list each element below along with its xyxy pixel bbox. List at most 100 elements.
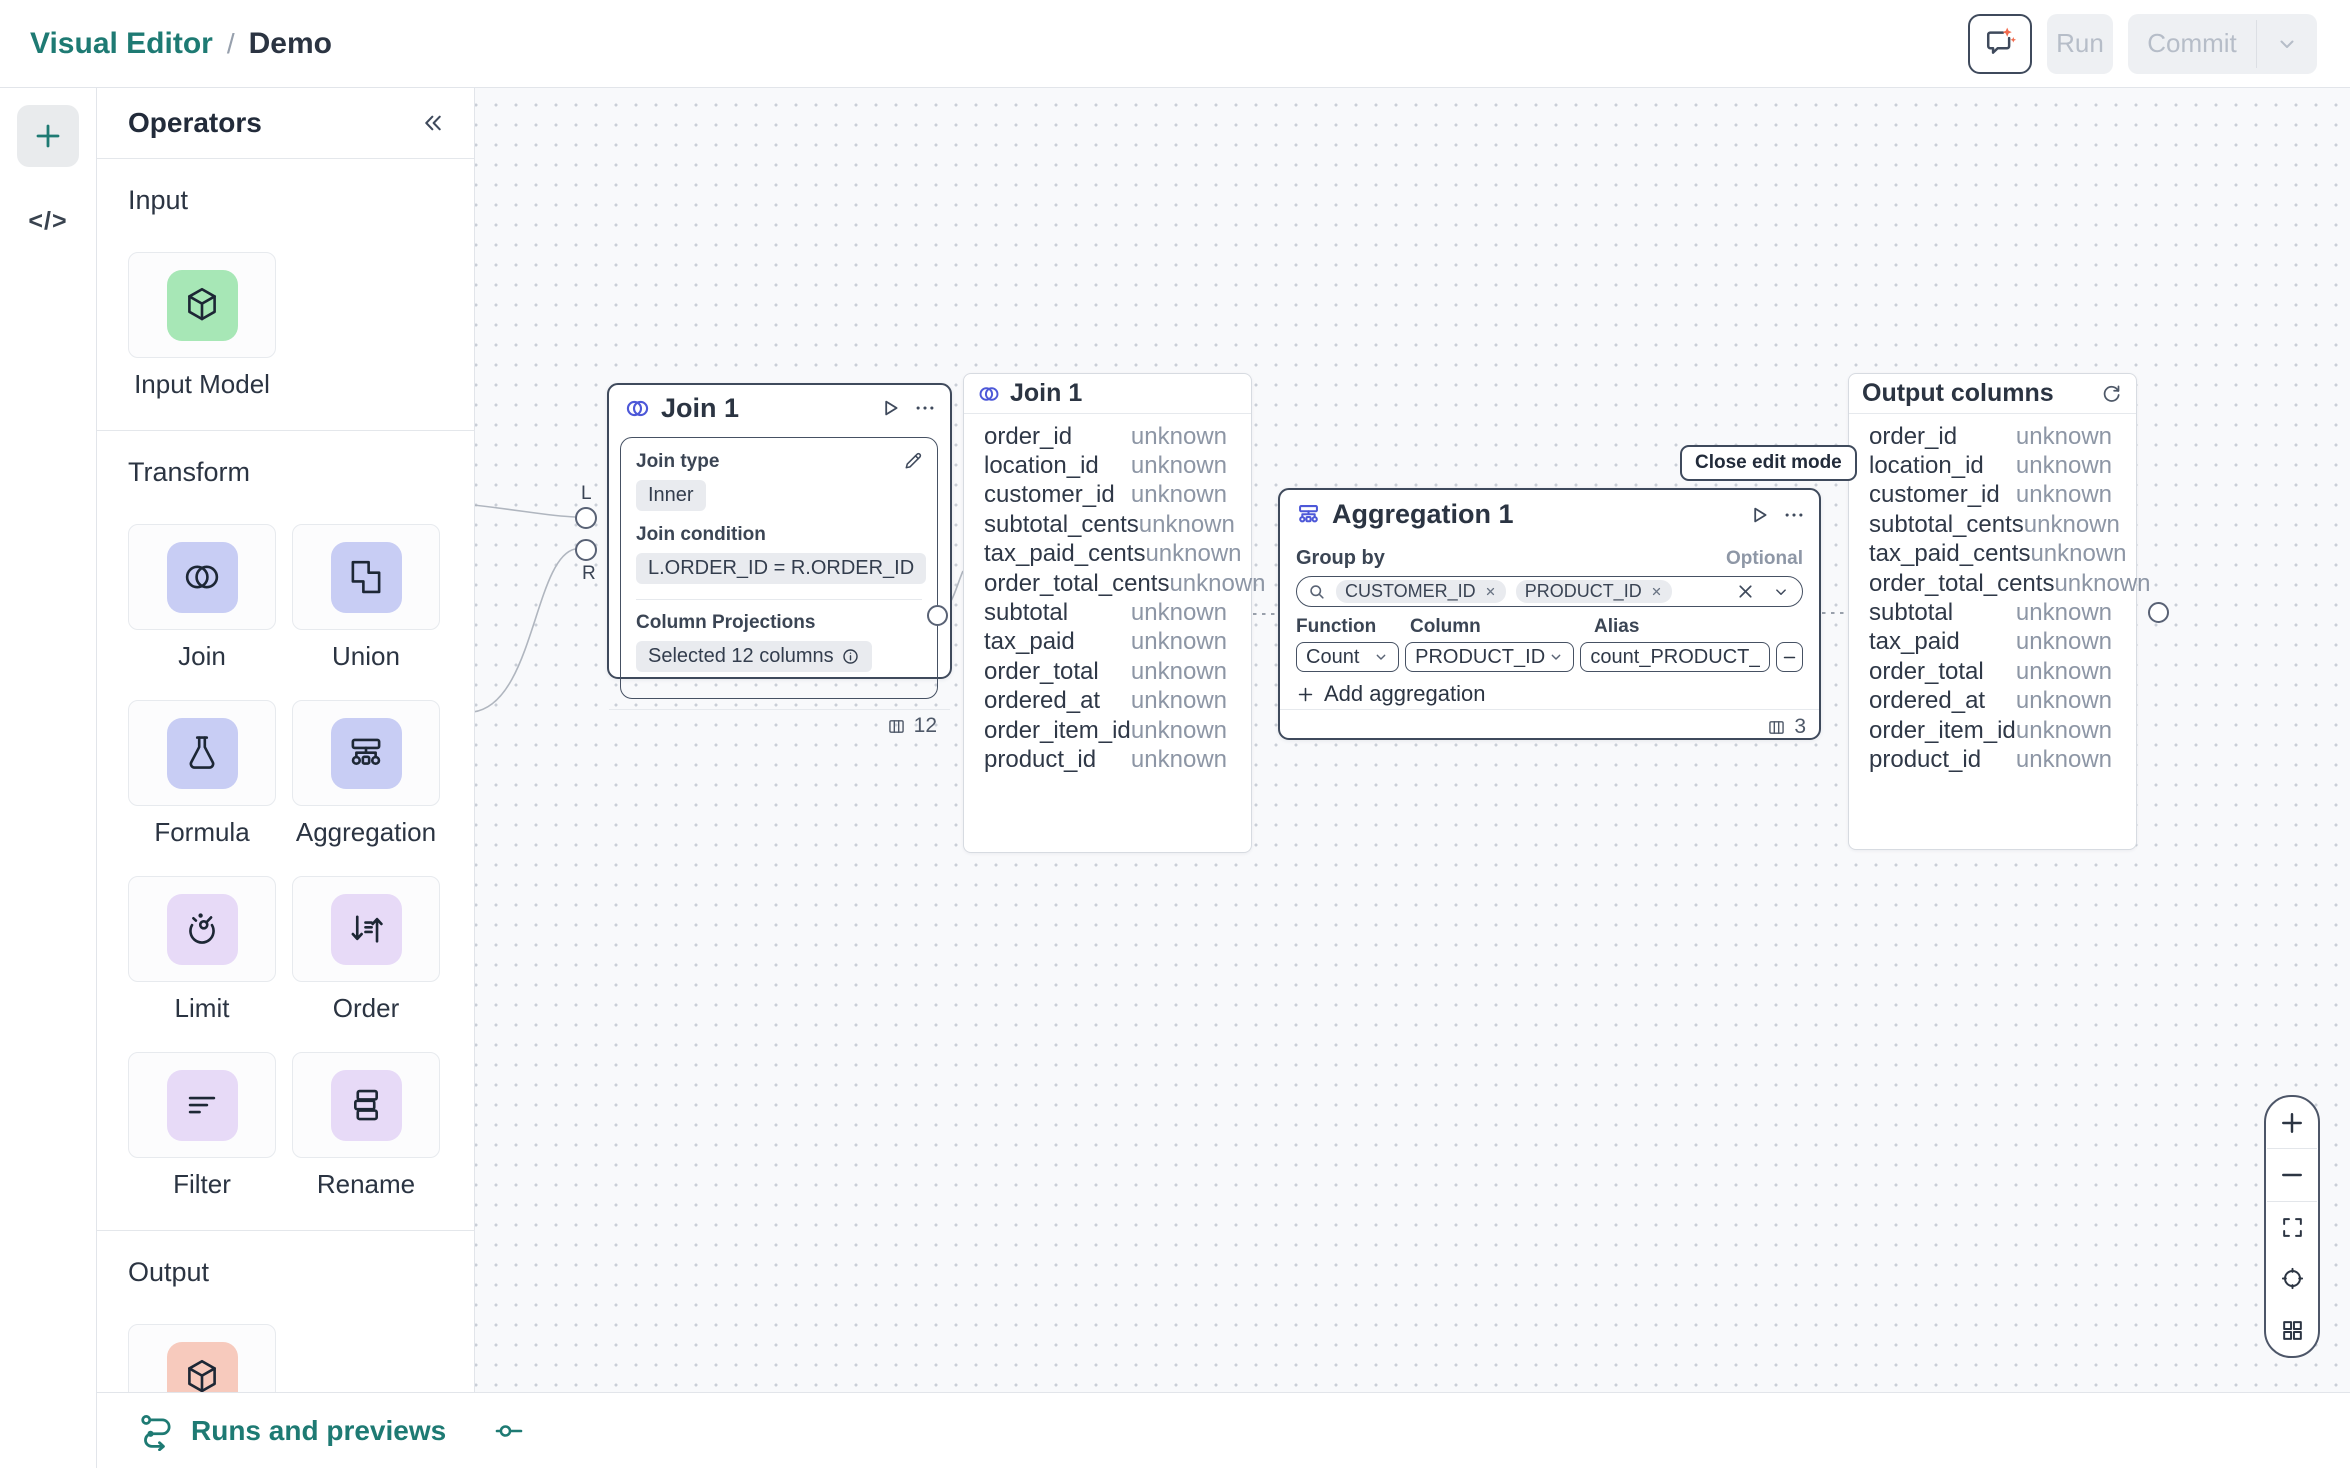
column-name: tax_paid_cents: [1869, 540, 2031, 568]
join-node-header[interactable]: Join 1: [609, 385, 950, 431]
aggregation-node-header[interactable]: Aggregation 1: [1280, 490, 1819, 539]
alias-input[interactable]: [1580, 642, 1771, 672]
column-list: order_id unknown location_id unknown cus…: [964, 414, 1266, 775]
commit-dropdown-button[interactable]: [2257, 14, 2317, 74]
column-row: subtotal_cents unknown: [964, 510, 1251, 539]
more-options-icon[interactable]: [914, 397, 936, 419]
operators-title: Operators: [128, 107, 262, 138]
ai-assist-button[interactable]: [1968, 13, 2032, 74]
column-select[interactable]: PRODUCT_ID: [1405, 642, 1575, 672]
join-edit-node: Join 1 Join type Inner Join condition L.…: [607, 383, 952, 737]
play-icon[interactable]: [878, 396, 902, 420]
more-options-icon[interactable]: [1783, 504, 1805, 526]
operator-input-model[interactable]: Input Model: [128, 252, 276, 400]
operator-aggregation[interactable]: Aggregation: [292, 700, 440, 848]
column-name: ordered_at: [984, 687, 1101, 715]
column-row: order_item_id unknown: [1849, 716, 2136, 745]
column-type: unknown: [2015, 628, 2112, 656]
divider: [97, 1230, 474, 1231]
operator-label: Limit: [174, 993, 230, 1023]
divider: [97, 430, 474, 431]
join-type-label: Join type: [636, 451, 720, 472]
operator-card: [292, 1052, 440, 1158]
operator-card: [128, 252, 276, 358]
run-button[interactable]: Run: [2047, 13, 2113, 74]
column-row: tax_paid unknown: [964, 628, 1251, 657]
collapse-panel-icon[interactable]: [420, 110, 446, 136]
join-right-input-port[interactable]: [575, 539, 597, 561]
org-chart-icon: [330, 717, 402, 789]
column-name: tax_paid_cents: [984, 540, 1146, 568]
operator-join[interactable]: Join: [128, 524, 276, 672]
function-select[interactable]: Count: [1296, 642, 1400, 672]
node-title: Aggregation 1: [1332, 499, 1514, 529]
operator-filter[interactable]: Filter: [128, 1052, 276, 1200]
join-node-footer: 12: [609, 709, 950, 742]
join-columns-header[interactable]: Join 1: [964, 374, 1251, 414]
column-projections-label: Column Projections: [636, 612, 816, 633]
operator-limit[interactable]: Limit: [128, 876, 276, 1024]
operator-order[interactable]: Order: [292, 876, 440, 1024]
node-title: Join 1: [661, 392, 740, 423]
info-icon: [841, 647, 860, 666]
remove-chip-icon[interactable]: [1650, 585, 1663, 598]
runs-and-previews-label: Runs and previews: [191, 1414, 447, 1446]
column-name: location_id: [1869, 452, 1984, 480]
function-label: Function: [1296, 616, 1377, 637]
column-type: unknown: [1130, 716, 1227, 744]
group-by-chip[interactable]: PRODUCT_ID: [1515, 580, 1672, 603]
topbar-actions: Run Commit: [1968, 13, 2317, 74]
play-icon[interactable]: [1747, 503, 1771, 527]
breadcrumb-root-link[interactable]: Visual Editor: [30, 26, 213, 60]
join-output-port[interactable]: [927, 605, 948, 626]
join-type-chip[interactable]: Inner: [636, 480, 706, 511]
add-aggregation-button[interactable]: Add aggregation: [1296, 681, 1485, 707]
column-name: ordered_at: [1869, 687, 1986, 715]
code-view-button[interactable]: </>: [28, 207, 68, 235]
search-icon: [1307, 582, 1327, 602]
column-type: unknown: [2015, 481, 2112, 509]
output-columns-header[interactable]: Output columns: [1849, 374, 2136, 414]
node-title: Join 1: [1010, 379, 1083, 407]
column-name: product_id: [1869, 745, 1982, 773]
column-name: order_id: [984, 422, 1073, 450]
refresh-icon[interactable]: [2100, 382, 2123, 405]
alias-label: Alias: [1594, 616, 1640, 637]
output-port[interactable]: [2148, 602, 2169, 623]
section-input: Input Input Model: [97, 159, 474, 430]
column-type: unknown: [1130, 422, 1227, 450]
remove-chip-icon[interactable]: [1484, 585, 1497, 598]
runs-and-previews-bar[interactable]: Runs and previews: [97, 1392, 2350, 1468]
group-by-chip[interactable]: CUSTOMER_ID: [1336, 580, 1506, 603]
edit-pencil-icon[interactable]: [902, 449, 925, 472]
group-by-label: Group by: [1296, 547, 1385, 569]
panel-toggle-icon[interactable]: [492, 1414, 526, 1448]
group-by-input[interactable]: CUSTOMER_ID PRODUCT_ID: [1296, 576, 1803, 607]
operator-card: [128, 700, 276, 806]
fit-view-button[interactable]: [2266, 1202, 2318, 1253]
column-type: unknown: [2030, 540, 2127, 568]
operator-union[interactable]: Union: [292, 524, 440, 672]
zoom-out-button[interactable]: [2266, 1149, 2318, 1200]
minimap-button[interactable]: [2266, 1305, 2318, 1356]
join-left-input-port[interactable]: [575, 507, 597, 529]
operator-formula[interactable]: Formula: [128, 700, 276, 848]
locate-button[interactable]: [2266, 1253, 2318, 1304]
add-node-button[interactable]: [17, 105, 79, 167]
remove-aggregation-button[interactable]: [1776, 642, 1803, 672]
column-row: customer_id unknown: [964, 481, 1251, 510]
operator-card: [128, 524, 276, 630]
close-edit-mode-button[interactable]: Close edit mode: [1680, 445, 1857, 481]
column-projections-chip[interactable]: Selected 12 columns: [636, 641, 872, 672]
zoom-in-button[interactable]: [2266, 1097, 2318, 1148]
column-name: subtotal_cents: [1869, 510, 2024, 538]
operator-rename[interactable]: Rename: [292, 1052, 440, 1200]
join-condition-chip[interactable]: L.ORDER_ID = R.ORDER_ID: [636, 553, 927, 584]
join-venn-icon: [624, 395, 651, 422]
chevron-down-icon[interactable]: [1772, 583, 1790, 601]
commit-button[interactable]: Commit: [2147, 28, 2237, 58]
section-transform-label: Transform: [128, 457, 251, 487]
column-row: product_id unknown: [964, 745, 1251, 774]
clear-all-icon[interactable]: [1735, 581, 1756, 602]
column-name: subtotal_cents: [984, 510, 1139, 538]
